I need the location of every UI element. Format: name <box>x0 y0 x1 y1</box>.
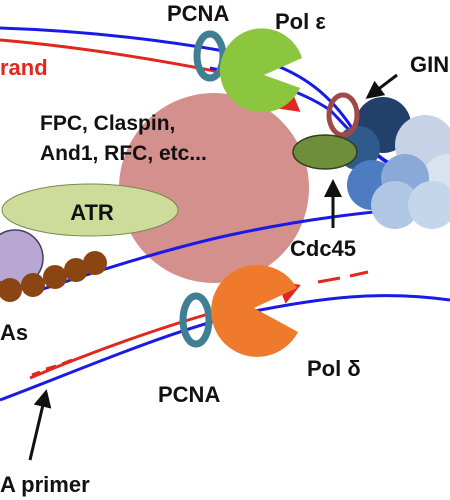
pol-delta-label: Pol δ <box>307 356 361 381</box>
mcm-subunit-lightblue-2 <box>408 181 450 229</box>
gins-pointer-arrow <box>365 73 398 99</box>
pol-epsilon-label: Pol ε <box>275 9 326 34</box>
primer-red-dashes <box>31 358 73 377</box>
pol-epsilon-shape <box>219 28 302 113</box>
atr-ellipse <box>1 183 179 237</box>
pol-delta-shape <box>211 264 298 357</box>
replisome-complex-blob <box>119 93 309 283</box>
gins-label: GIN <box>410 52 449 77</box>
mcm-subunit-lightblue-1 <box>371 181 419 229</box>
cdc45-ellipse <box>292 134 358 170</box>
complex-label-line-1: FPC, Claspin, <box>40 112 175 135</box>
pcna-top-label: PCNA <box>167 1 229 26</box>
primer-label: A primer <box>0 472 90 497</box>
atr-label: ATR <box>70 200 114 225</box>
pcna-ring-bottom <box>179 292 213 348</box>
lagging-strand-red-dashes <box>317 270 369 284</box>
complex-label-line-2: And1, RFC, etc... <box>40 142 207 165</box>
brown-bead-1 <box>0 278 22 302</box>
primer-pointer-arrow <box>28 389 52 461</box>
pcna-bottom-label: PCNA <box>158 382 220 407</box>
as-label: As <box>0 320 28 345</box>
brown-bead-2 <box>21 273 45 297</box>
strand-label: rand <box>0 55 48 80</box>
brown-bead-5 <box>83 251 107 275</box>
brown-bead-3 <box>43 265 67 289</box>
brown-bead-4 <box>64 258 88 282</box>
cdc45-label: Cdc45 <box>290 236 356 261</box>
gins-ring <box>326 92 360 138</box>
